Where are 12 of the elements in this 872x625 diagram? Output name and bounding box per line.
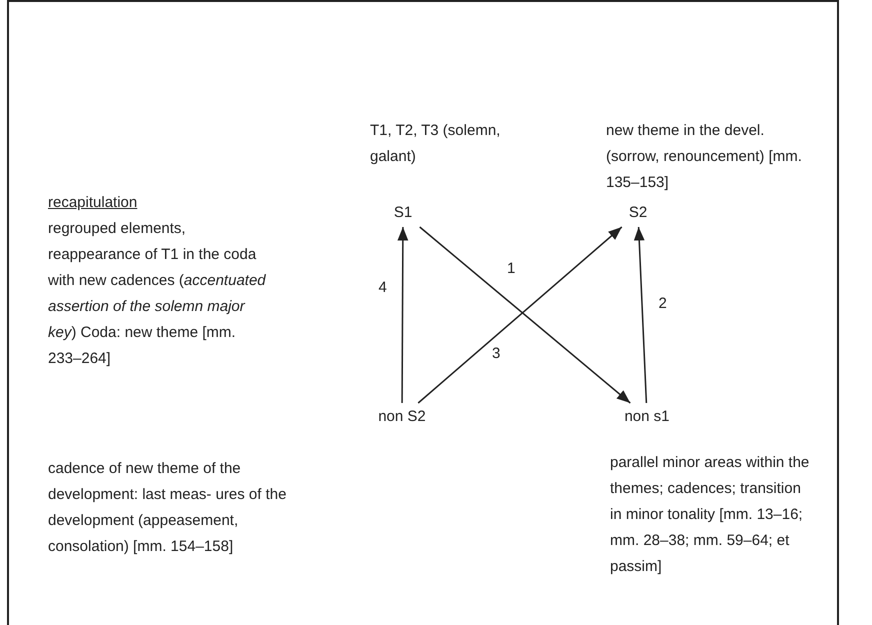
annotation-text: parallel minor areas within the themes; cadences; transition in minor tonality [mm. 13–16; mm. 28–38; mm. 59–64; et passim] [610, 453, 810, 577]
term-label: non S2 [364, 406, 440, 428]
term-label: non s1 [614, 406, 680, 428]
annotation-text: regrouped elements, reappearance of T1 in the coda with new cadences (accentuated assertion of the solemn major key) Coda: new theme [mm. 233–264] [48, 219, 267, 369]
term-label: S2 [620, 202, 656, 224]
annotation-text: T1, T2, T3 (solemn, galant) [370, 121, 502, 167]
arrow [634, 226, 648, 404]
section-heading: recapitulation [48, 193, 138, 213]
annotation-text: new theme in the devel. (sorrow, renouncement) [mm. 135–153] [606, 121, 803, 193]
annotation-text: cadence of new theme of the development: last meas- ures of the development (appeasement, consolation) [mm. 154–158] [48, 459, 288, 557]
arrow [397, 227, 408, 403]
term-label: S1 [386, 202, 420, 224]
